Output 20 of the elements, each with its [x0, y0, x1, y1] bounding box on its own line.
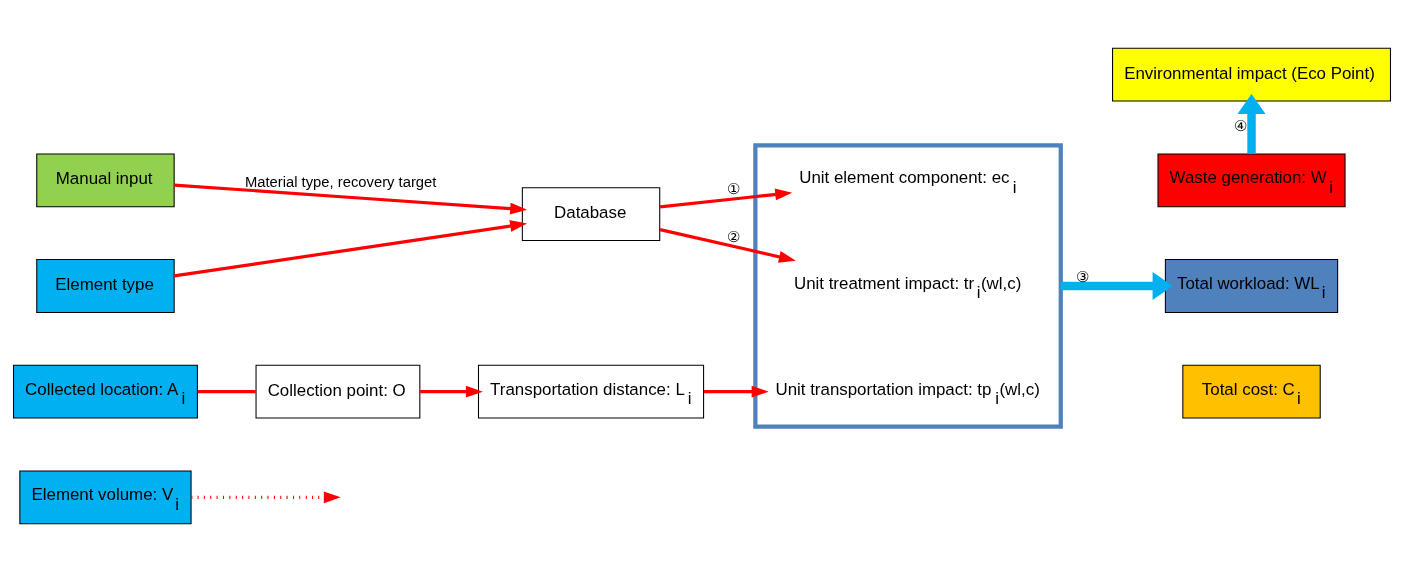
arrow	[174, 219, 528, 277]
node-box: Database	[521, 186, 661, 241]
arrow	[1060, 271, 1173, 300]
edge-label: ④	[1233, 117, 1247, 134]
edge-label: ②	[726, 228, 740, 245]
arrow	[1237, 93, 1266, 154]
edge-label: ①	[726, 180, 740, 197]
node-box: Environmental impact (Eco Point)	[1112, 47, 1391, 102]
arrow	[420, 385, 483, 398]
arrow	[659, 227, 796, 263]
connector	[197, 389, 256, 393]
arrow	[191, 490, 341, 503]
arrow	[174, 182, 528, 214]
node-box: Element type	[36, 258, 175, 313]
arrow	[704, 385, 769, 398]
node-box: Collection point: O	[255, 364, 421, 419]
node-box: Manual input	[36, 152, 175, 207]
edge-label: Material type, recovery target	[244, 173, 437, 190]
edge-label: ③	[1075, 268, 1089, 285]
arrow	[659, 188, 793, 208]
